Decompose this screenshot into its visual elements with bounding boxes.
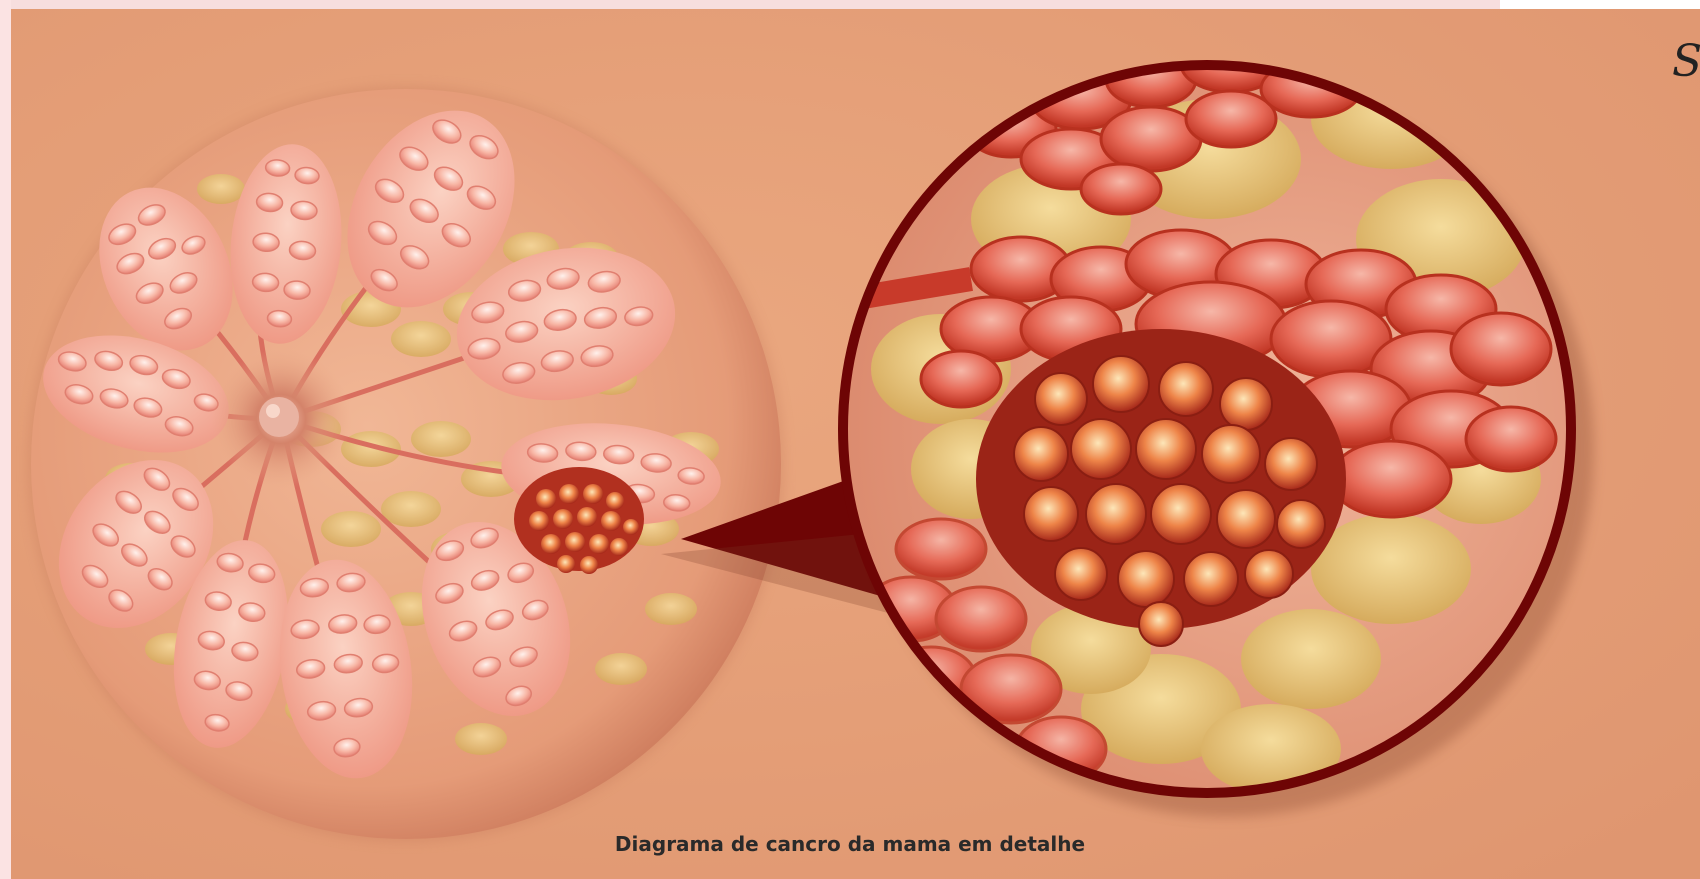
image-caption: Diagrama de cancro da mama em detalhe	[0, 832, 1700, 856]
breast-cancer-illustration	[11, 9, 1700, 879]
page-margin	[0, 0, 11, 879]
top-strip-right	[1500, 0, 1700, 9]
breast-cross-section	[27, 81, 784, 842]
cropped-text-fragment: S	[1672, 40, 1700, 84]
top-strip	[0, 0, 1700, 9]
illustration-svg	[11, 9, 1700, 879]
